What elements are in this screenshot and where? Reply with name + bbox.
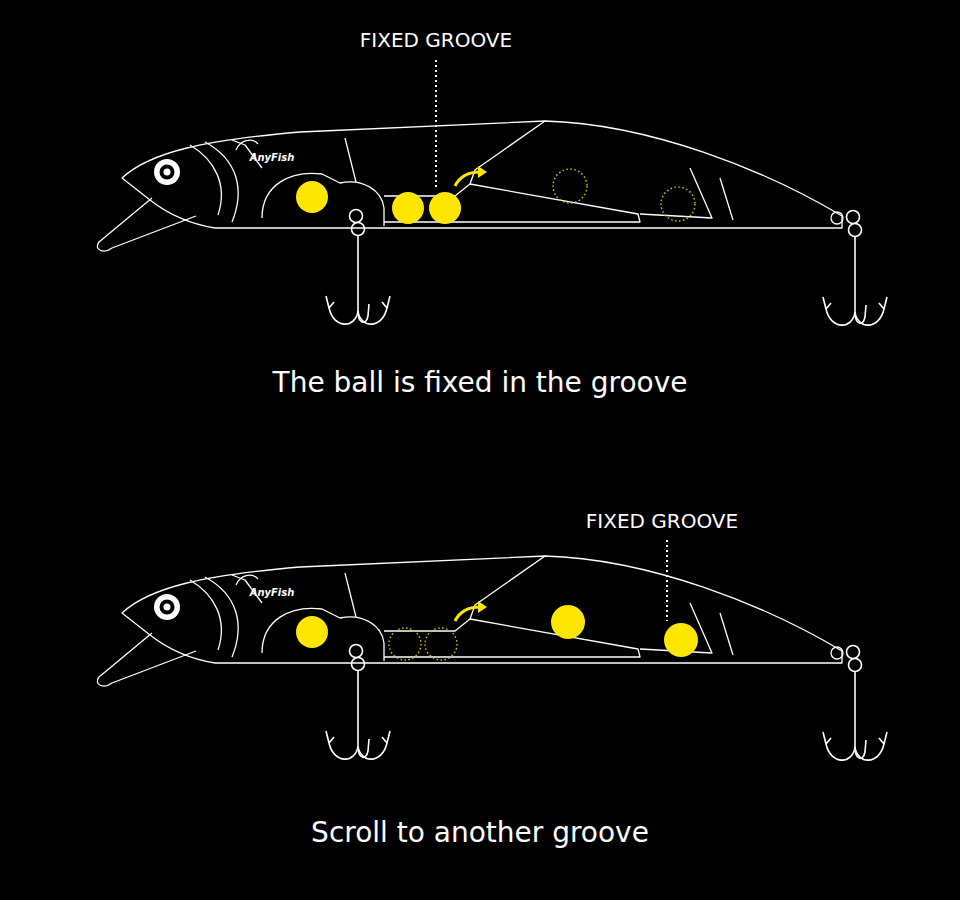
empty-groove bbox=[661, 187, 695, 221]
callout-label: FIXED GROOVE bbox=[586, 509, 738, 533]
empty-groove bbox=[425, 628, 457, 660]
ball bbox=[551, 605, 585, 639]
logo-text: AnyFish bbox=[250, 587, 295, 599]
ball bbox=[429, 192, 461, 224]
roll-arrow-head bbox=[478, 601, 487, 613]
lure-bottom bbox=[97, 540, 887, 760]
empty-groove bbox=[389, 628, 421, 660]
ball bbox=[296, 616, 328, 648]
leader-line bbox=[666, 540, 668, 621]
lure-top bbox=[97, 60, 887, 325]
caption: The ball is fixed in the groove bbox=[273, 366, 688, 400]
ball bbox=[664, 623, 698, 657]
caption: Scroll to another groove bbox=[311, 816, 649, 850]
roll-arrow-head bbox=[478, 166, 487, 178]
logo-text: AnyFish bbox=[250, 152, 295, 164]
roll-arrow bbox=[455, 607, 480, 621]
callout-label: FIXED GROOVE bbox=[360, 28, 512, 52]
ball bbox=[392, 192, 424, 224]
leader-line bbox=[435, 60, 437, 190]
roll-arrow bbox=[455, 172, 480, 186]
ball bbox=[296, 181, 328, 213]
empty-groove bbox=[553, 169, 587, 203]
